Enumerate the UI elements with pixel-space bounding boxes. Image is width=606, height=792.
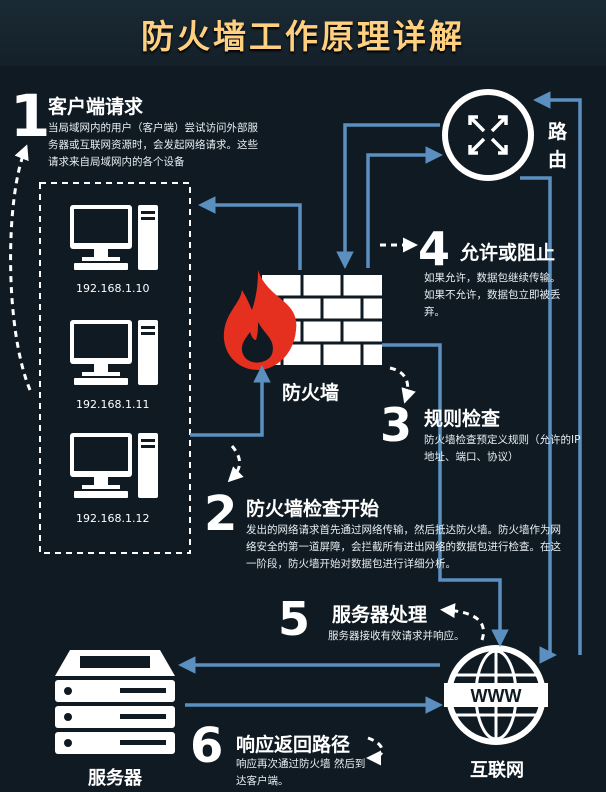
client-computer-icon [70, 205, 158, 270]
arrow-router-to-firewall [336, 123, 440, 269]
step-6-desc: 响应再次通过防火墙 然后到达客户端。 [236, 758, 366, 787]
client-ip-label: 192.168.1.12 [76, 512, 150, 525]
step-4-title: 允许或阻止 [460, 242, 556, 264]
step-2-title: 防火墙检查开始 [246, 498, 380, 520]
client-computer-icon [70, 320, 158, 385]
step-4-desc: 如果允许，数据包继续传输。如果不允许，数据包立即被丢弃。 [424, 272, 561, 318]
internet-label: 互联网 [470, 760, 524, 781]
step-1-number: 1 [10, 82, 51, 150]
step-3-desc: 防火墙检查预定义规则（允许的IP地址、端口、协议） [424, 434, 581, 463]
step-2-number: 2 [204, 486, 238, 542]
dashed-arrow-step5 [440, 603, 485, 641]
step-1-title: 客户端请求 [48, 96, 144, 118]
client-computer-icon [70, 433, 158, 498]
dashed-arrow-step2 [227, 445, 244, 483]
step-3-number: 3 [380, 398, 413, 452]
dashed-arrow-step3 [389, 366, 416, 404]
internet-globe-icon [444, 645, 548, 745]
title-band [0, 0, 606, 66]
arrow-router-to-internet [520, 176, 559, 662]
arrow-firewall-to-router [366, 146, 443, 268]
server-label: 服务器 [88, 768, 142, 789]
arrow-internet-to-router [533, 91, 582, 655]
step-5-desc: 服务器接收有效请求并响应。 [328, 630, 465, 642]
arrow-client-to-firewall [190, 365, 271, 437]
firewall-label: 防火墙 [282, 382, 340, 404]
step-6-title: 响应返回路径 [236, 734, 351, 756]
flame-icon [223, 270, 297, 370]
step-1-desc: 当局域网内的用户（客户端）尝试访问外部服务器或互联网资源时，会发起网络请求。这些… [48, 122, 258, 168]
step-5-title: 服务器处理 [332, 604, 428, 626]
router-icon [442, 89, 534, 181]
client-ip-label: 192.168.1.10 [76, 282, 150, 295]
page-title: 防火墙工作原理详解 [141, 17, 465, 56]
dashed-arrow-step6 [366, 736, 384, 766]
step-5-number: 5 [278, 592, 311, 646]
client-group-box [39, 182, 191, 554]
client-ip-label: 192.168.1.11 [76, 398, 150, 411]
step-3-title: 规则检查 [424, 408, 501, 430]
router-label: 路由 [548, 121, 568, 171]
arrow-firewall-to-client [198, 196, 302, 270]
step-6-number: 6 [190, 718, 224, 774]
www-label: WWW [471, 686, 522, 706]
arrow-firewall-to-globe [382, 343, 509, 647]
dashed-arrow-step1 [9, 144, 32, 391]
step-2-desc: 发出的网络请求首先通过网络传输，然后抵达防火墙。防火墙作为网络安全的第一道屏障，… [246, 524, 561, 570]
step-4-number: 4 [418, 222, 451, 276]
server-icon [55, 650, 175, 754]
